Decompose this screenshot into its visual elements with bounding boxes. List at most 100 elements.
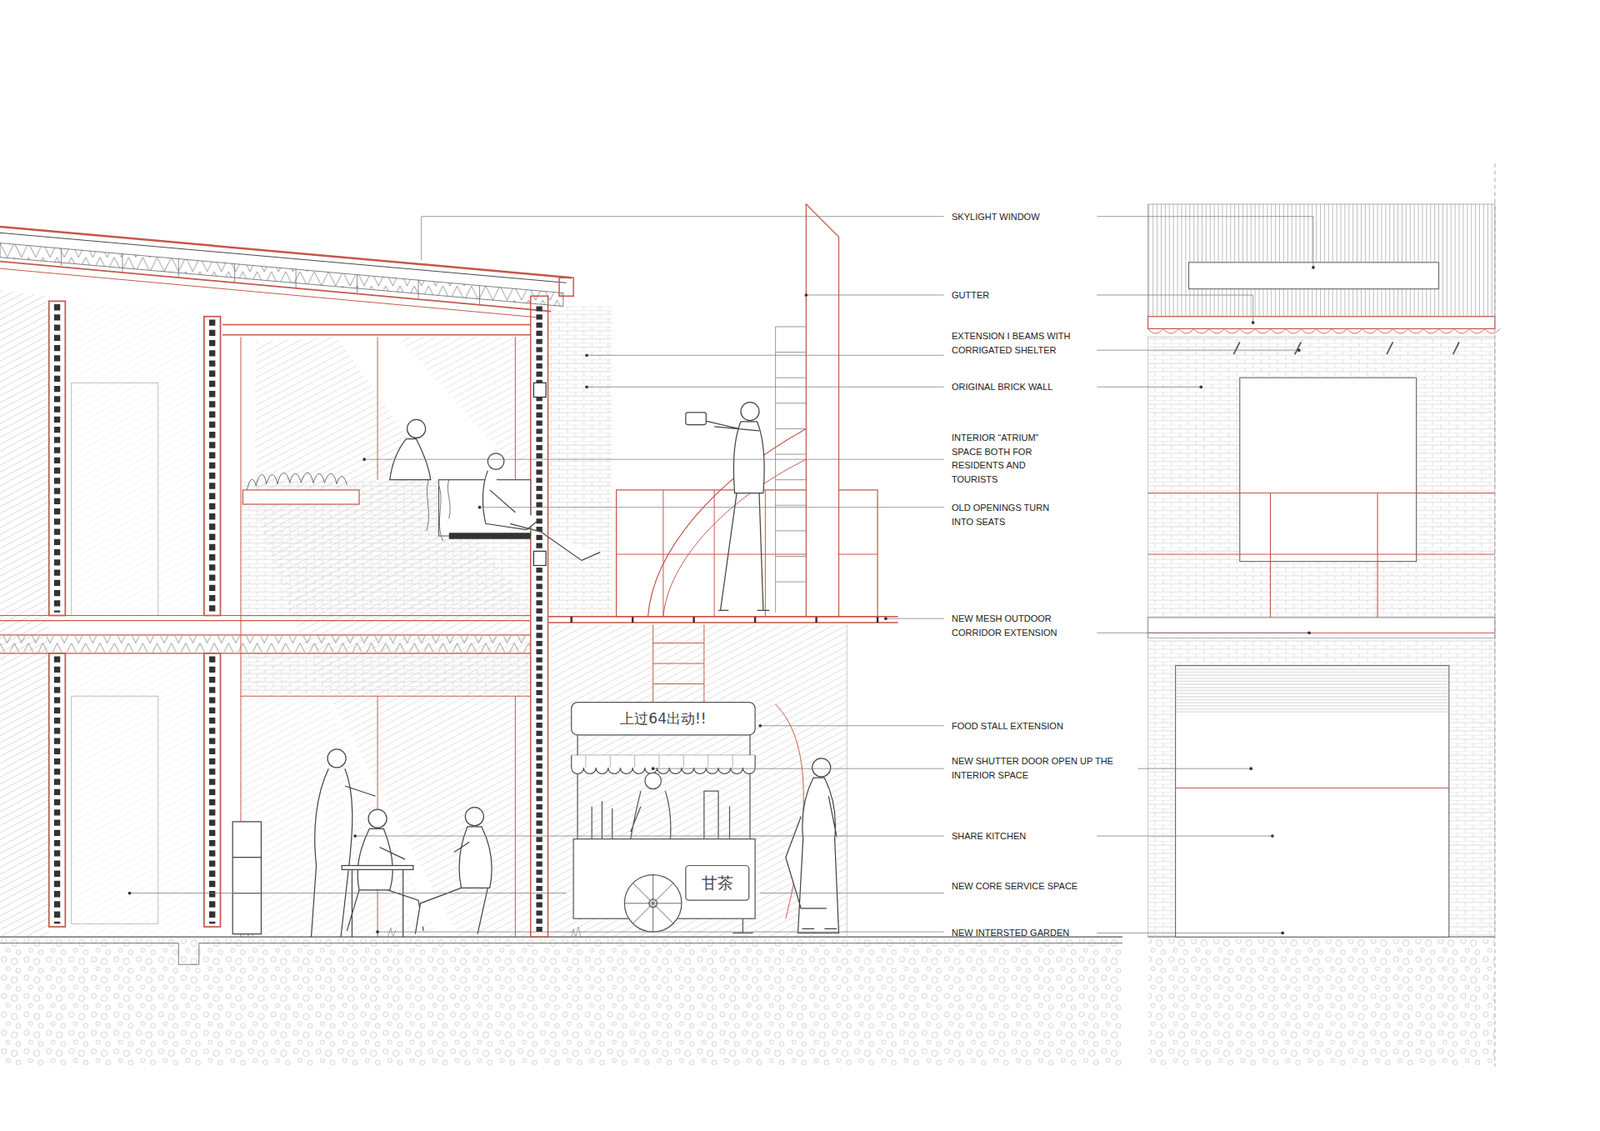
elevation bbox=[1148, 637, 1495, 937]
building-structure bbox=[246, 472, 347, 490]
elevation bbox=[1175, 665, 1450, 715]
food-stall-cart bbox=[585, 755, 733, 768]
leader-dots bbox=[1307, 630, 1311, 635]
callout-label: SHARE KITCHEN bbox=[951, 829, 1079, 844]
building-structure bbox=[49, 300, 66, 615]
elevation bbox=[1494, 163, 1495, 1067]
roof bbox=[0, 226, 574, 335]
callout-label: GUTTER bbox=[951, 288, 1079, 303]
people-figures bbox=[346, 828, 424, 930]
leader-dots bbox=[478, 505, 482, 510]
leader-lines bbox=[586, 386, 945, 388]
leader-lines bbox=[1096, 216, 1314, 268]
shadow-hatching bbox=[60, 300, 204, 612]
leader-dots bbox=[585, 385, 589, 389]
building-structure bbox=[54, 655, 60, 924]
leader-dots bbox=[805, 293, 809, 297]
food-stall-cart bbox=[624, 875, 682, 933]
leader-lines bbox=[1096, 932, 1283, 934]
leader-dots bbox=[1251, 320, 1255, 325]
leader-lines bbox=[586, 355, 945, 356]
leader-dots bbox=[1297, 348, 1301, 352]
building-structure bbox=[204, 653, 221, 927]
leader-dots bbox=[375, 930, 380, 934]
elevation bbox=[1148, 204, 1495, 317]
leader-lines bbox=[760, 725, 944, 726]
food-stall-cart bbox=[571, 702, 755, 735]
callout-label: ORIGINAL BRICK WALL bbox=[951, 380, 1079, 395]
roof bbox=[0, 243, 564, 307]
building-structure bbox=[209, 655, 215, 924]
people-figures bbox=[487, 453, 505, 470]
leader-lines bbox=[130, 892, 945, 894]
building-structure bbox=[0, 295, 549, 937]
leader-lines bbox=[377, 931, 945, 933]
building-structure bbox=[0, 615, 531, 654]
corridor-extension bbox=[648, 428, 807, 616]
leader-lines bbox=[364, 459, 945, 460]
elevation bbox=[1175, 787, 1450, 789]
people-figures bbox=[812, 758, 831, 777]
elevation bbox=[1148, 316, 1495, 330]
corridor-extension bbox=[548, 204, 899, 937]
callout-label: OLD OPENINGS TURN INTO SEATS bbox=[951, 500, 1066, 529]
leader-lines bbox=[805, 295, 944, 296]
shadow-hatching bbox=[550, 625, 847, 938]
food-stall-cart bbox=[577, 735, 750, 840]
stall-sign-text: 甘茶 bbox=[686, 866, 748, 900]
building-structure bbox=[530, 295, 549, 937]
callout-label: EXTENSION I BEAMS WITH CORRIGATED SHELTE… bbox=[951, 329, 1072, 357]
food-stall-cart bbox=[624, 875, 682, 933]
food-stall-cart bbox=[732, 918, 753, 933]
building-structure bbox=[204, 316, 221, 616]
people-figures bbox=[685, 412, 706, 425]
leader-lines bbox=[421, 216, 945, 261]
building-structure bbox=[535, 305, 542, 934]
people-figures bbox=[232, 821, 403, 937]
roof bbox=[60, 248, 480, 305]
elevation bbox=[1189, 262, 1440, 290]
building-structure bbox=[449, 532, 531, 539]
callout-label: INTERIOR “ATRIUM” SPACE BOTH FOR RESIDEN… bbox=[951, 430, 1066, 486]
ground bbox=[0, 943, 1123, 965]
stall-sign-text: 上过64出动!! bbox=[573, 704, 754, 733]
leader-dots bbox=[1270, 834, 1275, 838]
people-figures bbox=[415, 826, 492, 935]
building-structure bbox=[426, 480, 450, 541]
leader-dots bbox=[1199, 385, 1203, 389]
leader-dots bbox=[353, 834, 357, 838]
ground bbox=[0, 926, 1495, 1067]
elevation bbox=[1148, 336, 1495, 618]
people-figures bbox=[482, 470, 600, 561]
elevation bbox=[1148, 328, 1500, 334]
elevation bbox=[1240, 377, 1417, 561]
callout-label: NEW INTERSTED GARDEN bbox=[951, 925, 1079, 940]
people-figures bbox=[232, 402, 839, 938]
leader-lines bbox=[653, 768, 945, 770]
building-structure bbox=[49, 653, 66, 927]
leader-lines bbox=[355, 835, 945, 836]
elevation bbox=[1233, 341, 1460, 355]
leader-lines bbox=[480, 506, 945, 508]
callout-label: SKYLIGHT WINDOW bbox=[951, 210, 1079, 225]
elevation bbox=[1148, 617, 1495, 638]
leader-lines bbox=[1096, 386, 1201, 388]
ground bbox=[0, 939, 1123, 1067]
food-stall-cart bbox=[630, 790, 671, 840]
corridor-extension bbox=[571, 616, 878, 623]
people-figures bbox=[407, 419, 426, 438]
building-structure bbox=[54, 304, 60, 613]
leader-dots bbox=[362, 457, 366, 461]
callout-label: NEW MESH OUTDOOR CORRIDOR EXTENSION bbox=[951, 611, 1075, 640]
leader-lines bbox=[885, 618, 945, 620]
food-stall-cart bbox=[571, 702, 755, 934]
roof bbox=[559, 277, 574, 296]
building-structure bbox=[242, 490, 360, 505]
building-structure bbox=[71, 382, 159, 615]
leader-dots bbox=[758, 724, 762, 728]
leader-lines bbox=[130, 216, 1314, 934]
leader-dots bbox=[585, 353, 589, 357]
food-stall-cart bbox=[645, 772, 662, 790]
leader-lines bbox=[1096, 350, 1299, 351]
